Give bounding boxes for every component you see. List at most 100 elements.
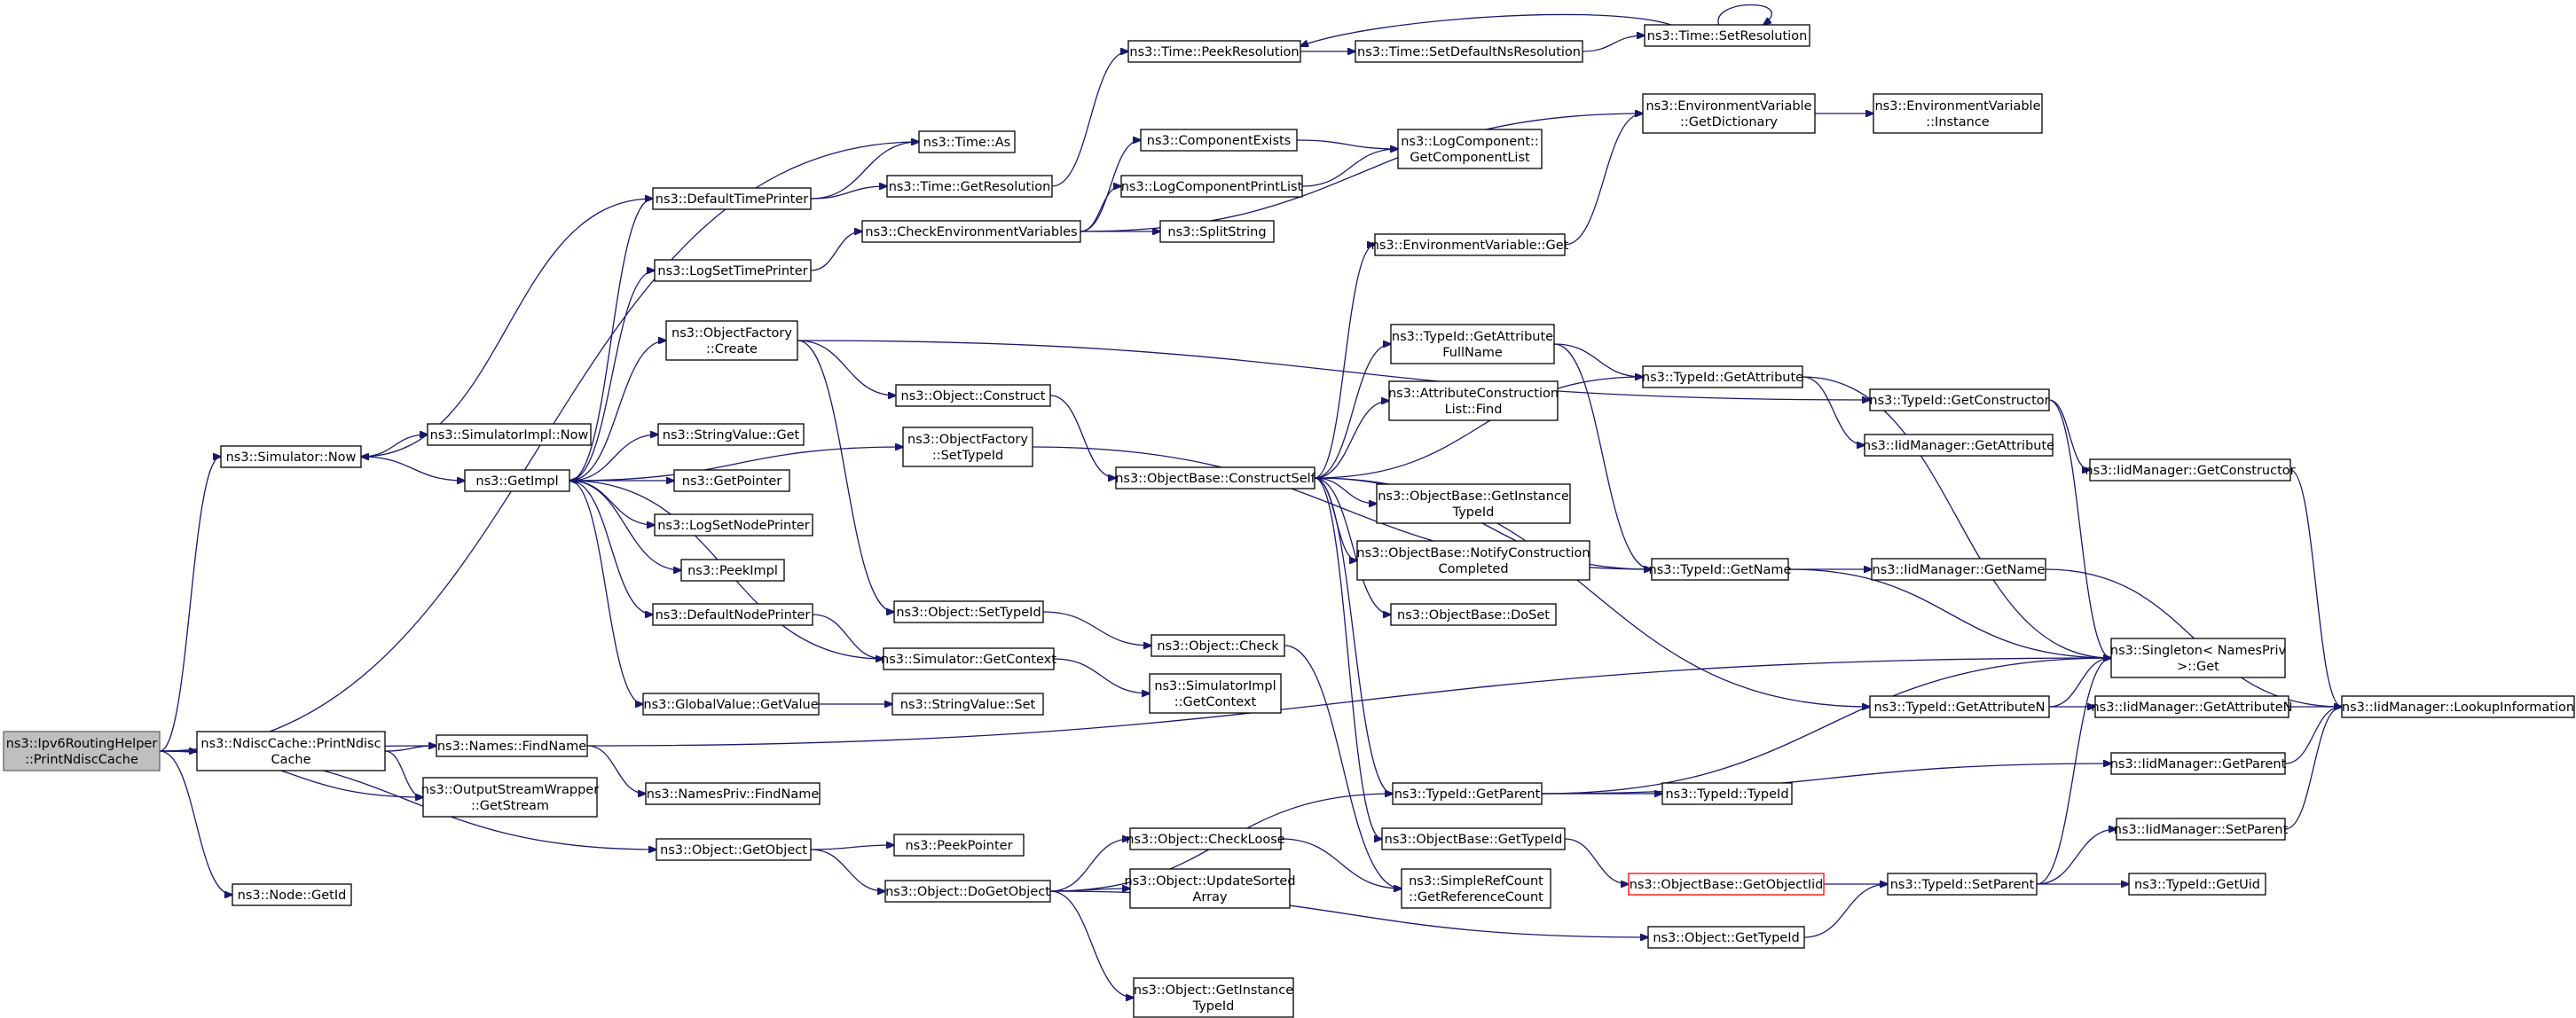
- node-objectbase-constructself[interactable]: ns3::ObjectBase::ConstructSelf: [1115, 466, 1316, 489]
- node-object-check[interactable]: ns3::Object::Check: [1151, 634, 1285, 657]
- node-box: [1388, 380, 1559, 421]
- node-time-setdefaultns[interactable]: ns3::Time::SetDefaultNsResolution: [1355, 40, 1583, 63]
- node-node-getid[interactable]: ns3::Node::GetId: [232, 883, 352, 906]
- node-time-as[interactable]: ns3::Time::As: [918, 130, 1016, 153]
- node-typeid-getconstructor[interactable]: ns3::TypeId::GetConstructor: [1869, 388, 2050, 411]
- node-box: [1397, 129, 1543, 169]
- node-box: [427, 423, 592, 446]
- node-getpointer[interactable]: ns3::GetPointer: [673, 469, 790, 492]
- node-defaultnodeprinter[interactable]: ns3::DefaultNodePrinter: [652, 603, 813, 626]
- node-typeid-getattribute[interactable]: ns3::TypeId::GetAttribute: [1642, 365, 1803, 388]
- node-label: ns3::TypeId::TypeId: [1665, 787, 1788, 802]
- node-objectfactory-create[interactable]: ns3::ObjectFactory::Create: [665, 320, 798, 361]
- node-logcomponentprintlist[interactable]: ns3::LogComponentPrintList: [1120, 175, 1303, 198]
- node-label: ns3::GetImpl: [475, 474, 558, 489]
- node-iid-lookup[interactable]: ns3::IidManager::LookupInformation: [2341, 695, 2575, 718]
- edge-typeid_getattrfullname-typeid_getattribute: [1553, 343, 1643, 377]
- node-time-setresolution[interactable]: ns3::Time::SetResolution: [1644, 24, 1810, 47]
- node-objectbase-getobjectiid[interactable]: ns3::ObjectBase::GetObjectIid: [1628, 873, 1825, 896]
- node-envvar-get[interactable]: ns3::EnvironmentVariable::Get: [1371, 233, 1569, 256]
- edge-getimpl-defaultnodeprinter: [569, 480, 653, 615]
- node-iid-getparent[interactable]: ns3::IidManager::GetParent: [2110, 752, 2287, 775]
- node-typeid-getname[interactable]: ns3::TypeId::GetName: [1649, 558, 1792, 581]
- edge-objectbase_gettypeid-objectbase_getobjectiid: [1564, 838, 1629, 884]
- node-typeid-typeid[interactable]: ns3::TypeId::TypeId: [1661, 782, 1793, 805]
- node-defaulttimeprinter[interactable]: ns3::DefaultTimePrinter: [652, 187, 812, 210]
- edge-object_checkloose-simplerefcount: [1280, 838, 1402, 889]
- node-label: ns3::GlobalValue::GetValue: [643, 698, 818, 712]
- node-time-getresolution[interactable]: ns3::Time::GetResolution: [886, 175, 1053, 198]
- node-typeid-getattributen[interactable]: ns3::TypeId::GetAttributeN: [1869, 695, 2050, 718]
- node-label: ns3::EnvironmentVariable: [1874, 99, 2040, 114]
- node-objectfactory-settypeid[interactable]: ns3::ObjectFactory::SetTypeId: [902, 427, 1033, 467]
- node-iid-getattribute[interactable]: ns3::IidManager::GetAttribute: [1863, 434, 2054, 457]
- edge-defaultnodeprinter-simulator_getcontext: [812, 614, 884, 659]
- node-box: [886, 175, 1053, 198]
- node-typeid-getuid[interactable]: ns3::TypeId::GetUid: [2128, 873, 2266, 896]
- node-typeid-getparent[interactable]: ns3::TypeId::GetParent: [1392, 782, 1543, 805]
- node-osw-getstream[interactable]: ns3::OutputStreamWrapper::GetStream: [421, 777, 599, 818]
- node-label: ::Instance: [1926, 115, 1990, 129]
- node-iid-setparent[interactable]: ns3::IidManager::SetParent: [2114, 818, 2289, 841]
- node-iid-getattributen[interactable]: ns3::IidManager::GetAttributeN: [2091, 695, 2293, 718]
- node-box: [1129, 827, 1282, 850]
- node-simplerefcount[interactable]: ns3::SimpleRefCount::GetReferenceCount: [1401, 868, 1551, 909]
- node-stringvalue-set[interactable]: ns3::StringValue::Set: [891, 693, 1044, 716]
- node-box: [220, 445, 362, 468]
- node-peekpointer[interactable]: ns3::PeekPointer: [893, 834, 1025, 857]
- node-time-peekresolution[interactable]: ns3::Time::PeekResolution: [1127, 40, 1301, 63]
- node-label: ns3::Object::Check: [1157, 639, 1279, 654]
- node-label: ns3::LogSetNodePrinter: [657, 519, 810, 533]
- node-simulator-now[interactable]: ns3::Simulator::Now: [220, 445, 362, 468]
- node-simimpl-getcontext[interactable]: ns3::SimulatorImpl::GetContext: [1149, 673, 1282, 714]
- node-label: ns3::Time::PeekResolution: [1129, 45, 1299, 59]
- edge-typeid_getattrfullname-typeid_getname: [1553, 343, 1652, 569]
- node-root[interactable]: ns3::Ipv6RoutingHelper::PrintNdiscCache: [3, 731, 161, 771]
- node-stringvalue-get[interactable]: ns3::StringValue::Get: [657, 423, 805, 446]
- node-label: ns3::CheckEnvironmentVariables: [865, 225, 1077, 239]
- node-ndisc-print[interactable]: ns3::NdiscCache::PrintNdiscCache: [196, 731, 386, 771]
- node-box: [893, 834, 1025, 857]
- node-box: [884, 880, 1051, 903]
- node-label: ns3::Singleton< NamesPriv: [2110, 644, 2287, 658]
- node-checkenvvars[interactable]: ns3::CheckEnvironmentVariables: [861, 220, 1081, 243]
- node-object-dogetobject[interactable]: ns3::Object::DoGetObject: [884, 880, 1051, 903]
- edge-typeid_getparent-singleton_get: [1541, 658, 2111, 795]
- node-logsetnodeprinter[interactable]: ns3::LogSetNodePrinter: [654, 513, 813, 536]
- node-label: ::Create: [706, 342, 758, 356]
- node-simimpl-now[interactable]: ns3::SimulatorImpl::Now: [427, 423, 592, 446]
- node-object-checkloose[interactable]: ns3::Object::CheckLoose: [1126, 827, 1285, 850]
- node-label: ns3::Object::DoGetObject: [885, 885, 1050, 899]
- node-objectbase-gettypeid[interactable]: ns3::ObjectBase::GetTypeId: [1381, 827, 1566, 850]
- node-globalvalue-getvalue[interactable]: ns3::GlobalValue::GetValue: [642, 693, 820, 716]
- node-envvar-getdict[interactable]: ns3::EnvironmentVariable::GetDictionary: [1642, 93, 1816, 134]
- node-object-getobject[interactable]: ns3::Object::GetObject: [656, 838, 812, 861]
- node-componentexists[interactable]: ns3::ComponentExists: [1140, 129, 1298, 152]
- node-label: ns3::ObjectBase::NotifyConstruction: [1356, 546, 1590, 560]
- node-box: [1374, 233, 1566, 256]
- node-logsettimeprinter[interactable]: ns3::LogSetTimePrinter: [654, 259, 812, 282]
- node-object-gettypeid[interactable]: ns3::Object::GetTypeId: [1647, 926, 1805, 949]
- node-label: ns3::GetPointer: [682, 474, 782, 489]
- node-typeid-setparent[interactable]: ns3::TypeId::SetParent: [1887, 873, 2038, 896]
- node-object-construct[interactable]: ns3::Object::Construct: [895, 384, 1051, 407]
- node-iid-getname[interactable]: ns3::IidManager::GetName: [1871, 558, 2046, 581]
- node-objectbase-notify[interactable]: ns3::ObjectBase::NotifyConstructionCompl…: [1356, 540, 1590, 581]
- node-logcomponent-getlist[interactable]: ns3::LogComponent::GetComponentList: [1397, 129, 1543, 169]
- node-envvar-instance[interactable]: ns3::EnvironmentVariable::Instance: [1873, 93, 2043, 134]
- node-singleton-get[interactable]: ns3::Singleton< NamesPriv >::Get: [2110, 638, 2287, 678]
- node-names-find[interactable]: ns3::Names::FindName: [436, 734, 588, 757]
- node-namespriv-find[interactable]: ns3::NamesPriv::FindName: [645, 782, 821, 805]
- node-simulator-getcontext[interactable]: ns3::Simulator::GetContext: [881, 647, 1056, 670]
- node-getimpl[interactable]: ns3::GetImpl: [464, 469, 570, 492]
- node-splitstring[interactable]: ns3::SplitString: [1159, 220, 1275, 243]
- node-peekimpl[interactable]: ns3::PeekImpl: [680, 559, 785, 582]
- node-objectbase-doset[interactable]: ns3::ObjectBase::DoSet: [1390, 603, 1557, 626]
- node-object-settypeid[interactable]: ns3::Object::SetTypeId: [893, 600, 1044, 623]
- node-iid-getconstructor[interactable]: ns3::IidManager::GetConstructor: [2085, 458, 2296, 482]
